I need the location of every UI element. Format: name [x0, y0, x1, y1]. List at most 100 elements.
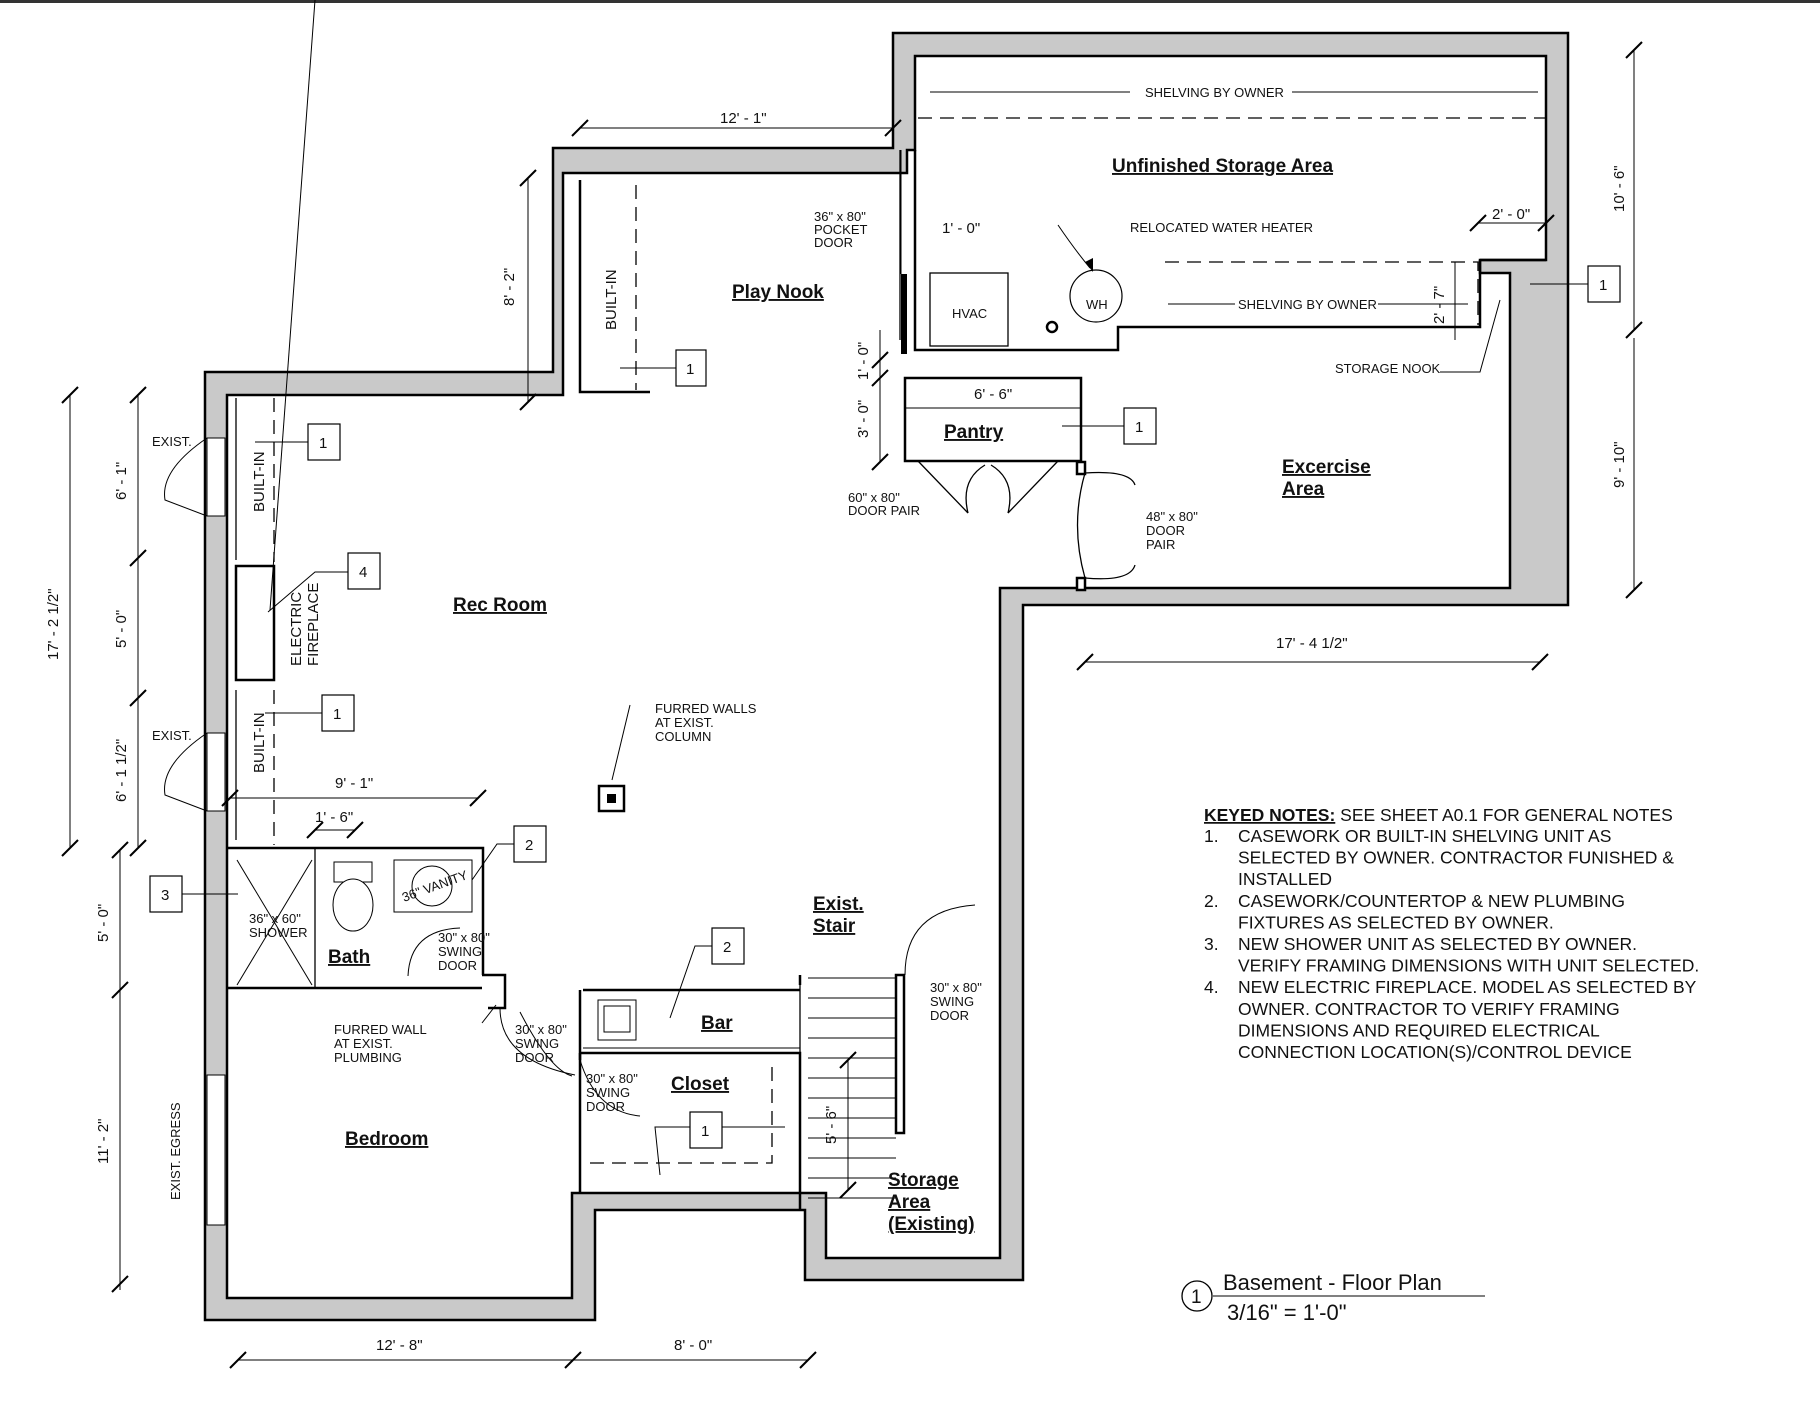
label-door-pair-48-3: PAIR: [1146, 537, 1175, 552]
label-swing-bed-2: SWING: [515, 1036, 559, 1051]
dim-2-0: 2' - 0": [1492, 206, 1530, 223]
title-text: Basement - Floor Plan: [1223, 1270, 1442, 1295]
label-exist-1: EXIST.: [152, 434, 192, 449]
tag-pantry: 1: [1135, 419, 1143, 436]
label-pocket-door-1: 36" x 80": [814, 209, 866, 224]
dimension-texts: 12' - 1" 8' - 2" 1' - 0" 1' - 0" 3' - 0"…: [45, 110, 1628, 1354]
label-fireplace: FIREPLACE: [305, 583, 322, 666]
label-shelving-mid: SHELVING BY OWNER: [1238, 297, 1377, 312]
title-symbol: [1181, 1280, 1485, 1312]
room-exist-stair-line2: Stair: [813, 916, 856, 937]
keyed-note-line: VERIFY FRAMING DIMENSIONS WITH UNIT SELE…: [1238, 956, 1699, 976]
room-storage-existing-line3: (Existing): [888, 1214, 975, 1235]
tag-bar: 2: [723, 939, 731, 956]
label-shelving-top: SHELVING BY OWNER: [1145, 85, 1284, 100]
dim-6-1-half: 6' - 1 1/2": [113, 739, 130, 802]
label-shower-2: SHOWER: [249, 925, 308, 940]
keyed-note-line: NEW ELECTRIC FIREPLACE. MODEL AS SELECTE…: [1238, 977, 1697, 997]
label-swing-closet-2: SWING: [586, 1085, 630, 1100]
label-door-pair-48-2: DOOR: [1146, 523, 1185, 538]
label-door-pair-48-1: 48" x 80": [1146, 509, 1198, 524]
label-pocket-door-3: DOOR: [814, 235, 853, 250]
label-furred-col-1: FURRED WALLS: [655, 701, 757, 716]
label-furred-plumb-3: PLUMBING: [334, 1050, 402, 1065]
label-shower-1: 36" x 60": [249, 911, 301, 926]
dim-2-7: 2' - 7": [1431, 286, 1448, 324]
room-exercise-line1: Excercise: [1282, 457, 1371, 478]
dim-5-0-a: 5' - 0": [113, 610, 130, 648]
label-relocated-wh: RELOCATED WATER HEATER: [1130, 220, 1313, 235]
room-closet: Closet: [671, 1074, 730, 1095]
keyed-note-line: OWNER. CONTRACTOR TO VERIFY FRAMING: [1238, 999, 1620, 1019]
label-swing-closet-1: 30" x 80": [586, 1071, 638, 1086]
label-furred-col-3: COLUMN: [655, 729, 711, 744]
label-built-in-rec-1: BUILT-IN: [251, 451, 268, 512]
label-pocket-door-2: POCKET: [814, 222, 868, 237]
dim-10-6: 10' - 6": [1611, 165, 1628, 212]
door-swings: [499, 1007, 576, 1076]
dim-12-1: 12' - 1": [720, 110, 767, 127]
dim-11-2: 11' - 2": [95, 1119, 112, 1164]
dim-1-6: 1' - 6": [315, 809, 353, 826]
dimension-lines: [61, 41, 1643, 1369]
keyed-note-number: 4.: [1204, 977, 1219, 997]
tag-numbers: 1 1 4 1 3 2 2 1 1 1: [161, 277, 1607, 1140]
label-swing-stair-3: DOOR: [930, 1008, 969, 1023]
title-scale: 3/16" = 1'-0": [1227, 1300, 1347, 1325]
label-electric: ELECTRIC: [288, 592, 305, 666]
label-furred-plumb-1: FURRED WALL: [334, 1022, 427, 1037]
dim-12-8: 12' - 8": [376, 1337, 423, 1354]
room-bath: Bath: [328, 947, 370, 968]
interior-walls: [227, 150, 1546, 1210]
tag-vanity: 2: [525, 837, 533, 854]
water-heater: [1045, 224, 1123, 334]
room-pantry: Pantry: [944, 422, 1004, 443]
label-swing-bath-2: SWING: [438, 944, 482, 959]
tag-storage: 1: [1599, 277, 1607, 294]
exterior-walls: [203, 31, 1570, 1322]
room-labels: Unfinished Storage Area Play Nook Rec Ro…: [328, 156, 1371, 1235]
label-swing-bed-1: 30" x 80": [515, 1022, 567, 1037]
keyed-note-line: CONNECTION LOCATION(S)/CONTROL DEVICE: [1238, 1042, 1632, 1062]
label-built-in-rec-2: BUILT-IN: [251, 712, 268, 773]
dim-9-1: 9' - 1": [335, 775, 373, 792]
annotation-labels: SHELVING BY OWNER SHELVING BY OWNER RELO…: [152, 85, 1441, 1200]
tag-rec-top: 1: [319, 435, 327, 452]
keyed-note-line: NEW SHOWER UNIT AS SELECTED BY OWNER.: [1238, 934, 1637, 954]
keyed-note-number: 1.: [1204, 826, 1219, 846]
dim-6-6: 6' - 6": [974, 386, 1012, 403]
dim-17-4-half: 17' - 4 1/2": [1276, 635, 1348, 652]
keyed-notes-heading: KEYED NOTES:: [1204, 805, 1335, 825]
label-door-pair-60-1: 60" x 80": [848, 490, 900, 505]
label-swing-closet-3: DOOR: [586, 1099, 625, 1114]
keyed-note-number: 3.: [1204, 934, 1219, 954]
room-bar: Bar: [701, 1013, 733, 1034]
dim-9-10: 9' - 10": [1611, 441, 1628, 488]
tag-rec-bottom: 1: [333, 706, 341, 723]
keyed-notes-heading-rest: SEE SHEET A0.1 FOR GENERAL NOTES: [1335, 805, 1672, 825]
room-play-nook: Play Nook: [732, 282, 824, 303]
keyed-note-number: 2.: [1204, 891, 1219, 911]
label-hvac: HVAC: [952, 306, 987, 321]
room-unfinished-storage: Unfinished Storage Area: [1112, 156, 1333, 177]
label-swing-bath-1: 30" x 80": [438, 930, 490, 945]
label-exist-2: EXIST.: [152, 728, 192, 743]
furred-column: [597, 704, 631, 813]
dim-5-0-b: 5' - 0": [95, 904, 112, 942]
keyed-notes-lines: 1.CASEWORK OR BUILT-IN SHELVING UNIT ASS…: [1204, 826, 1699, 1062]
title-block: 1 Basement - Floor Plan 3/16" = 1'-0": [1191, 1270, 1442, 1325]
label-swing-stair-1: 30" x 80": [930, 980, 982, 995]
room-bedroom: Bedroom: [345, 1129, 428, 1150]
room-storage-existing-line2: Area: [888, 1192, 931, 1213]
keyed-note-line: INSTALLED: [1238, 869, 1332, 889]
label-furred-plumb-2: AT EXIST.: [334, 1036, 393, 1051]
title-number: 1: [1191, 1287, 1202, 1308]
tag-closet: 1: [701, 1123, 709, 1140]
room-storage-existing-line1: Storage: [888, 1170, 959, 1191]
hvac-unit: [929, 272, 1009, 347]
label-swing-bed-3: DOOR: [515, 1050, 554, 1065]
keyed-note-line: SELECTED BY OWNER. CONTRACTOR FUNISHED &: [1238, 848, 1674, 868]
label-swing-bath-3: DOOR: [438, 958, 477, 973]
label-built-in-play: BUILT-IN: [603, 269, 620, 330]
